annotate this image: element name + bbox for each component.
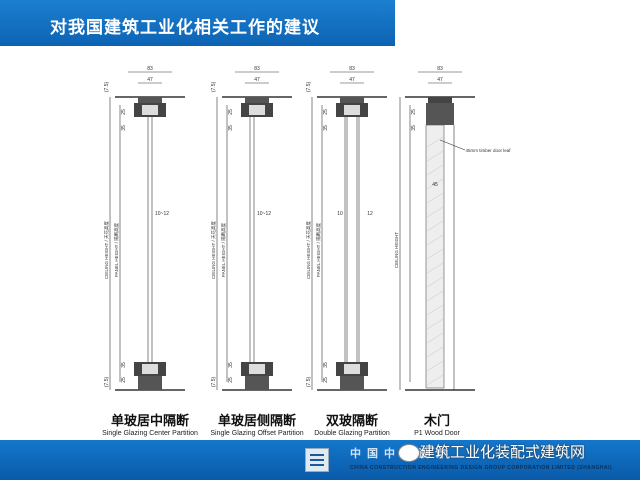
dimension-a: 25 xyxy=(228,109,234,115)
door-hatch xyxy=(426,346,444,358)
door-hatch xyxy=(426,206,444,218)
panel-height-label: PANEL HEIGHT / 隔断高度 xyxy=(113,222,120,277)
dimension-bottom-b: 35 xyxy=(121,362,127,368)
dimension-top: (7.5) xyxy=(306,82,312,93)
wechat-icon xyxy=(398,444,420,462)
dimension-inner: 47 xyxy=(147,77,153,83)
bottom-profile-inner xyxy=(142,364,158,374)
dimension-top: (7.5) xyxy=(211,82,217,93)
dimension-b: 35 xyxy=(411,125,417,131)
dimension-top: (7.5) xyxy=(104,82,110,93)
ceiling-height-label: CEILING HEIGHT / 天花高度 xyxy=(210,221,217,279)
ceiling-height-label: CEILING HEIGHT / 天花高度 xyxy=(305,221,312,279)
dimension-width: 83 xyxy=(437,66,443,72)
door-head-track xyxy=(428,97,452,103)
company-name-en: CHINA CONSTRUCTION ENGINEERING DESIGN GR… xyxy=(350,465,613,471)
door-leaf-dimension: 45 xyxy=(432,182,438,188)
door-hatch xyxy=(426,178,444,190)
dimension-width: 83 xyxy=(254,66,260,72)
leader-line xyxy=(439,139,466,151)
bottom-profile-inner xyxy=(344,364,360,374)
glass-thickness-2: 12 xyxy=(367,211,373,217)
dimension-b: 35 xyxy=(323,125,329,131)
door-leaf-note: 45mm timber door leaf xyxy=(465,148,511,153)
dimension-b: 35 xyxy=(121,125,127,131)
top-profile-inner xyxy=(249,105,265,115)
bottom-track xyxy=(245,376,269,390)
door-hatch xyxy=(426,304,444,316)
door-hatch xyxy=(426,192,444,204)
dimension-bottom: (7.5) xyxy=(306,377,312,388)
door-hatch xyxy=(426,290,444,302)
header-bar xyxy=(0,0,395,46)
dimension-a: 25 xyxy=(323,109,329,115)
door-frame xyxy=(426,103,454,125)
top-profile-inner xyxy=(142,105,158,115)
door-hatch xyxy=(426,374,444,386)
door-hatch xyxy=(426,332,444,344)
dimension-a: 25 xyxy=(121,109,127,115)
glass-thickness-1: 10 xyxy=(337,211,343,217)
dimension-a: 25 xyxy=(411,109,417,115)
glass-thickness: 10~12 xyxy=(155,211,169,217)
ceiling-height-label: CEILING HEIGHT / 天花高度 xyxy=(103,221,110,279)
top-track xyxy=(245,97,269,103)
top-track xyxy=(138,97,162,103)
panel-height-label: PANEL HEIGHT / 隔断高度 xyxy=(220,222,227,277)
door-hatch xyxy=(426,220,444,232)
top-track xyxy=(340,97,364,103)
door-leaf xyxy=(425,124,445,389)
dimension-inner: 47 xyxy=(254,77,260,83)
door-hatch xyxy=(426,164,444,176)
door-hatch xyxy=(426,262,444,274)
door-hatch xyxy=(426,248,444,260)
ceiling-height-label: CEILING HEIGHT xyxy=(394,232,399,269)
door-hatch xyxy=(426,318,444,330)
door-hatch xyxy=(426,360,444,372)
door-hatch xyxy=(426,150,444,162)
dimension-bottom-a: 25 xyxy=(228,377,234,383)
glass-thickness: 10~12 xyxy=(257,211,271,217)
dimension-width: 83 xyxy=(147,66,153,72)
company-logo xyxy=(305,448,329,472)
dimension-bottom-b: 35 xyxy=(323,362,329,368)
dimension-inner: 47 xyxy=(349,77,355,83)
page-title: 对我国建筑工业化相关工作的建议 xyxy=(50,18,320,38)
bottom-track xyxy=(138,376,162,390)
bottom-profile-inner xyxy=(249,364,265,374)
dimension-bottom-a: 25 xyxy=(121,377,127,383)
door-hatch xyxy=(426,136,444,148)
watermark: 建筑工业化装配式建筑网 xyxy=(420,443,586,461)
top-profile-inner xyxy=(344,105,360,115)
door-hatch xyxy=(426,234,444,246)
dimension-bottom: (7.5) xyxy=(104,377,110,388)
dimension-inner: 47 xyxy=(437,77,443,83)
dimension-width: 83 xyxy=(349,66,355,72)
dimension-b: 35 xyxy=(228,125,234,131)
dimension-bottom-b: 35 xyxy=(228,362,234,368)
panel-height-label: PANEL HEIGHT / 隔断高度 xyxy=(315,222,322,277)
dimension-bottom: (7.5) xyxy=(211,377,217,388)
bottom-track xyxy=(340,376,364,390)
door-hatch xyxy=(426,276,444,288)
dimension-bottom-a: 25 xyxy=(323,377,329,383)
